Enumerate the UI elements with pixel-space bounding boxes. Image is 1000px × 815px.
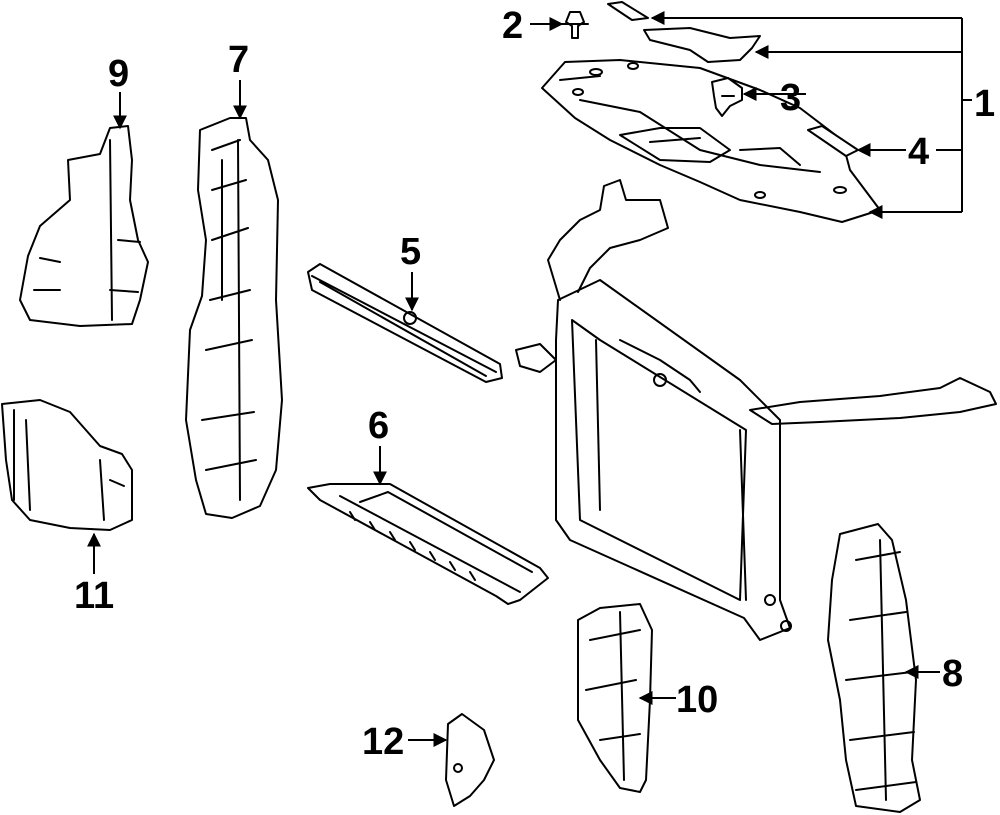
- lower-side-duct-part: [1, 399, 133, 531]
- callout-1: 1: [974, 83, 995, 125]
- callout-6: 6: [368, 405, 389, 447]
- clip-part: [561, 11, 589, 39]
- leader-lines: [87, 11, 972, 747]
- callout-7: 7: [228, 39, 249, 81]
- small-cover-part: [445, 713, 495, 807]
- radiator-support-frame-part: [515, 179, 997, 641]
- callout-3: 3: [780, 77, 801, 119]
- callout-11: 11: [74, 575, 114, 617]
- lower-air-guide-part: [307, 483, 549, 605]
- seal-strip-part: [607, 1, 761, 63]
- lower-bracket-part: [577, 603, 653, 793]
- side-air-duct-right-part: [827, 523, 921, 813]
- callout-4: 4: [908, 131, 929, 173]
- callout-10: 10: [676, 679, 718, 721]
- side-air-duct-left-part: [185, 117, 283, 519]
- callout-labels: 1 2 3 4 5 6 7 8 9 10 11 12: [74, 5, 995, 763]
- upper-support-cover-part: [541, 59, 881, 223]
- upper-rail-part: [307, 263, 503, 383]
- retainer-part: [711, 77, 743, 117]
- callout-5: 5: [400, 231, 421, 273]
- small-upper-duct-part: [19, 125, 149, 327]
- callout-8: 8: [942, 653, 963, 695]
- callout-9: 9: [108, 53, 129, 95]
- callout-12: 12: [362, 721, 404, 763]
- callout-2: 2: [502, 5, 523, 47]
